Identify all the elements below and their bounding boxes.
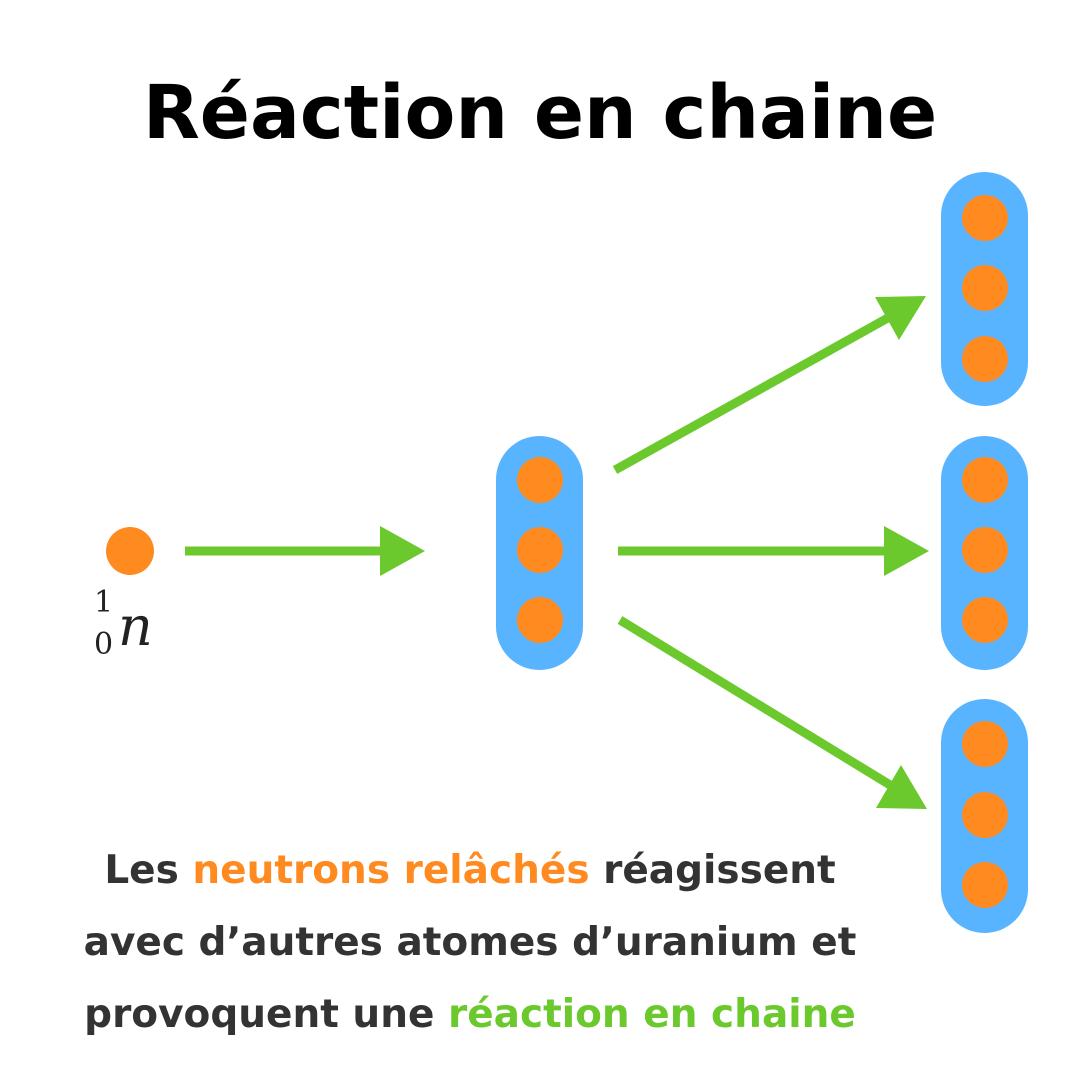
top-neutron-1 <box>962 195 1008 241</box>
neutron-atomic-number: 0 <box>94 627 114 662</box>
middle-nucleus <box>941 436 1028 670</box>
caption-line-1: Les neutrons relâchés réagissent <box>0 835 940 907</box>
caption-highlight-neutrons: neutrons relâchés <box>192 848 590 893</box>
arrow-to-bottom-nucleus <box>617 616 927 809</box>
arrow-to-top-nucleus <box>612 296 926 474</box>
central-neutron-1 <box>517 457 563 503</box>
middle-neutron-1 <box>962 457 1008 503</box>
diagram-title: Réaction en chaine <box>142 70 938 156</box>
central-neutron-2 <box>517 527 563 573</box>
middle-neutron-2 <box>962 527 1008 573</box>
caption-line-3: provoquent une réaction en chaine <box>0 979 940 1051</box>
top-neutron-3 <box>962 336 1008 382</box>
caption-line-1-prefix: Les <box>104 848 193 893</box>
top-nucleus <box>941 172 1028 406</box>
neutron-symbol: n <box>118 595 153 658</box>
caption-line-1-suffix: réagissent <box>589 848 836 893</box>
caption-line-3-prefix: provoquent une <box>84 992 448 1037</box>
neutron-mass-number: 1 <box>94 585 114 620</box>
bottom-neutron-2 <box>962 792 1008 838</box>
incoming-neutron <box>106 527 154 575</box>
caption-line-2: avec d’autres atomes d’uranium et <box>83 920 857 965</box>
top-neutron-2 <box>962 265 1008 311</box>
neutron-notation: 1 0 n <box>88 585 178 675</box>
caption-highlight-chain-reaction: réaction en chaine <box>448 992 856 1037</box>
bottom-nucleus <box>941 699 1028 933</box>
arrow-neutron-to-nucleus <box>185 526 425 576</box>
central-nucleus <box>496 436 583 670</box>
bottom-neutron-3 <box>962 862 1008 908</box>
middle-neutron-3 <box>962 597 1008 643</box>
bottom-neutron-1 <box>962 721 1008 767</box>
arrow-to-middle-nucleus <box>618 526 929 576</box>
central-neutron-3 <box>517 597 563 643</box>
explanation-caption: Les neutrons relâchés réagissent avec d’… <box>0 835 940 1051</box>
